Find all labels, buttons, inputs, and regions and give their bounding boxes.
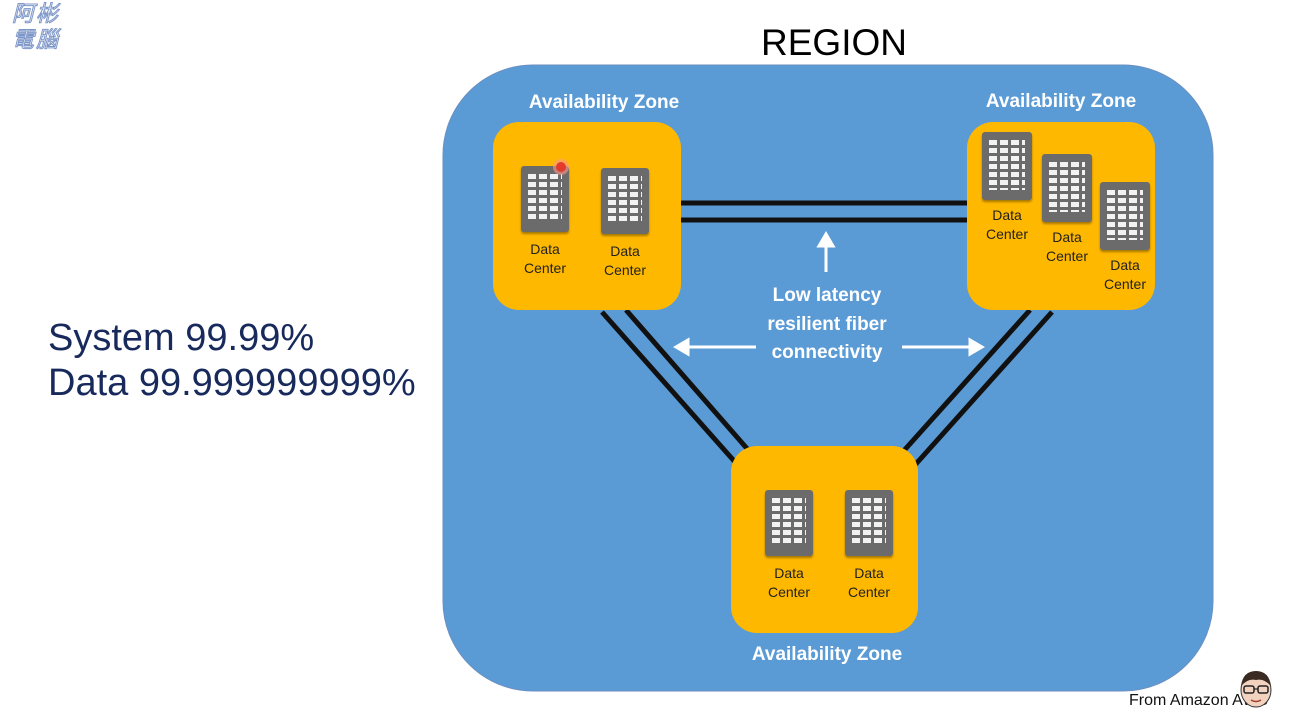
arrow-up-icon [816, 231, 836, 272]
data-center: Data Center [979, 132, 1035, 244]
region-title: REGION [761, 22, 907, 63]
arrow-left-icon [673, 337, 756, 357]
data-center-building-icon [1042, 154, 1092, 222]
cursor-pointer-icon [556, 162, 566, 172]
fiber-connectivity-label: Low latency resilient fiber connectivity [767, 285, 887, 363]
data-center-label: Data Center [1103, 257, 1147, 292]
availability-zone-top-right: Data Center Data Center Data Center [967, 122, 1155, 310]
zone-label-top-right: Availability Zone [985, 91, 1137, 112]
channel-logo: 阿彬 電腦 [12, 2, 68, 54]
arrow-right-icon [902, 337, 985, 357]
fiber-link-top [680, 200, 970, 223]
avatar-icon [1240, 671, 1272, 708]
zone-label-bottom: Availability Zone [751, 644, 903, 665]
availability-stats: System 99.99% Data 99.999999999% [48, 316, 416, 406]
data-center-building-icon [982, 132, 1032, 200]
data-center: Data Center [841, 490, 897, 602]
data-center-label: Data Center [1045, 229, 1089, 264]
data-center-label: Data Center [603, 243, 647, 278]
data-center: Data Center [517, 166, 573, 278]
data-center-building-icon [601, 168, 649, 234]
system-stat: System 99.99% [48, 317, 315, 359]
data-center-building-icon [1100, 182, 1150, 250]
zone-label-top-left: Availability Zone [528, 92, 680, 113]
data-stat: Data 99.999999999% [48, 362, 416, 404]
data-center-label: Data Center [847, 565, 891, 600]
data-center-building-icon [845, 490, 893, 556]
availability-zone-bottom: Data Center Data Center [731, 446, 918, 633]
data-center-label: Data Center [523, 241, 567, 276]
data-center: Data Center [597, 168, 653, 280]
data-center-building-icon [765, 490, 813, 556]
availability-zone-top-left: Data Center Data Center [493, 122, 681, 310]
data-center: Data Center [761, 490, 817, 602]
fiber-link-left [600, 308, 752, 464]
data-center-building-icon [521, 166, 569, 232]
logo-text: 阿彬 電腦 [12, 2, 61, 54]
data-center-label: Data Center [767, 565, 811, 600]
data-center-label: Data Center [985, 207, 1029, 242]
data-center: Data Center [1039, 154, 1095, 266]
fiber-link-right [898, 308, 1054, 467]
credit-prefix: From Amazon [1129, 692, 1233, 709]
data-center: Data Center [1097, 182, 1153, 294]
